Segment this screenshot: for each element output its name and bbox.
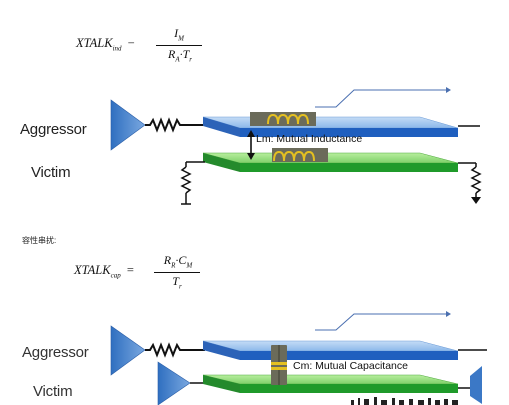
fraction-bar [154, 272, 200, 273]
formula-denominator-sub: A [175, 55, 180, 64]
formula-operator: = [126, 263, 134, 277]
victim-driver-icon [157, 361, 191, 405]
aggressor-driver-icon [110, 99, 146, 151]
capacitive-crosstalk-caption: 容性串扰: [22, 236, 57, 245]
inductor-aggressor-icon [250, 112, 316, 126]
capacitor-icon [271, 345, 287, 385]
inductive-coupling-diagram [110, 87, 482, 205]
formula-denominator-rest-sub: r [189, 55, 193, 64]
aggressor-label: Aggressor [22, 344, 89, 361]
formula-operator: − [127, 36, 135, 50]
victim-label: Victim [33, 383, 73, 400]
formula-lhs: XTALK [76, 36, 113, 50]
capacitive-coupling-diagram [110, 311, 487, 405]
aggressor-trace [202, 340, 459, 360]
receiver-icon [470, 366, 482, 404]
fraction-bar [156, 45, 202, 46]
inductor-victim-icon [272, 148, 328, 162]
formula-denominator: T [172, 274, 179, 288]
step-waveform-icon [315, 311, 451, 331]
formula-lhs: XTALK [74, 263, 111, 277]
formula-denominator-sub: r [178, 282, 182, 291]
cropped-text-fragment [351, 397, 458, 405]
formula-numerator-rest: ·C [175, 253, 187, 267]
victim-label: Victim [31, 164, 71, 181]
mutual-inductance-label: Lm: Mutual Inductance [256, 133, 363, 145]
formula-numerator-sub: M [178, 34, 184, 43]
victim-far-termination-icon [458, 162, 482, 204]
formula-numerator: I [174, 26, 179, 40]
formula-denominator: R [167, 47, 176, 61]
formula-lhs-sub: ind [112, 44, 122, 53]
formula-numerator-sub: R [171, 261, 176, 270]
aggressor-driver-icon [110, 325, 146, 376]
coupling-arrow-icon [247, 130, 255, 160]
formula-numerator: R [163, 253, 172, 267]
formula-denominator-rest: ·T [179, 47, 190, 61]
victim-trace [202, 374, 459, 393]
step-waveform-icon [315, 87, 451, 108]
aggressor-label: Aggressor [20, 121, 87, 138]
formula-lhs-sub: cap [110, 271, 121, 280]
aggressor-resistor-icon [145, 117, 205, 133]
victim-trace [202, 152, 459, 172]
formula-numerator-rest-sub: M [186, 261, 193, 270]
formula-inductive: XTALKind − IM RA·Tr [76, 26, 206, 72]
victim-near-termination-icon [180, 161, 205, 205]
aggressor-resistor-icon [145, 342, 205, 358]
formula-capacitive: XTALKcap = RR·CM Tr [74, 253, 204, 298]
mutual-capacitance-label: Cm: Mutual Capacitance [293, 360, 408, 372]
